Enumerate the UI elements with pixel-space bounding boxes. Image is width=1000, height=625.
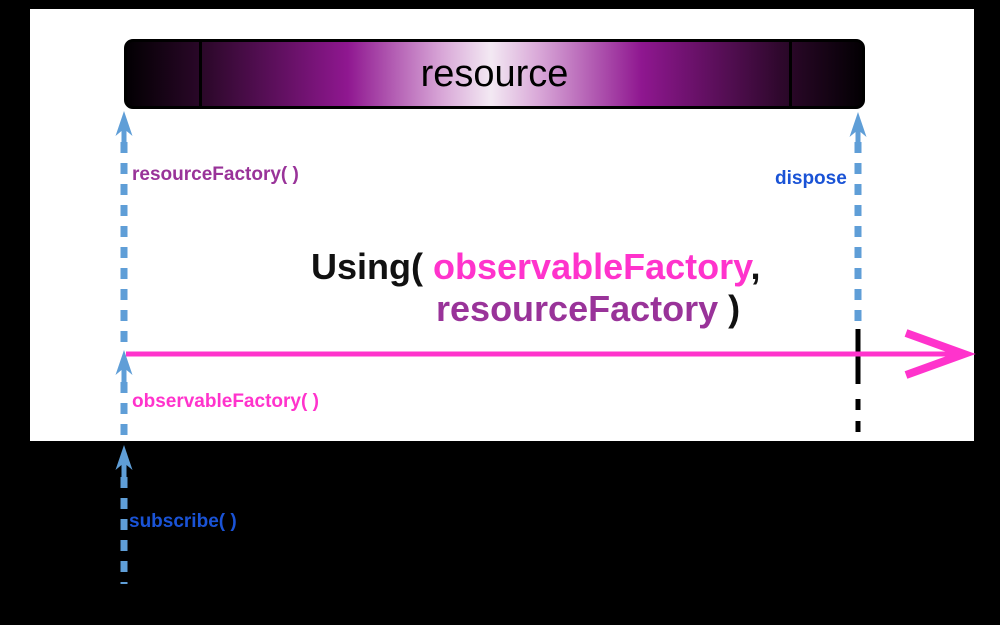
observable-factory-call-label: observableFactory( )	[132, 391, 319, 412]
title-observable-factory-arg: observableFactory	[433, 246, 751, 287]
title-resource-factory-arg: resourceFactory	[436, 288, 719, 329]
subscribe-call-label: subscribe( )	[129, 511, 237, 532]
subscribe-arrowhead-icon	[115, 445, 133, 478]
resource-factory-call-label: resourceFactory( )	[132, 164, 299, 185]
resource-lifetime-bar: resource	[124, 39, 865, 109]
resource-bar-label: resource	[420, 52, 569, 95]
dispose-call-label: dispose	[775, 168, 847, 189]
operator-title-line2: resourceFactory )	[396, 249, 740, 369]
title-close-paren: )	[718, 288, 741, 329]
resource-bar-left-divider	[199, 42, 202, 106]
resource-bar-right-divider	[789, 42, 792, 106]
operator-title-line1: Using( observableFactory,	[271, 207, 761, 327]
title-comma: ,	[750, 246, 761, 287]
title-using-open: Using(	[311, 246, 434, 287]
